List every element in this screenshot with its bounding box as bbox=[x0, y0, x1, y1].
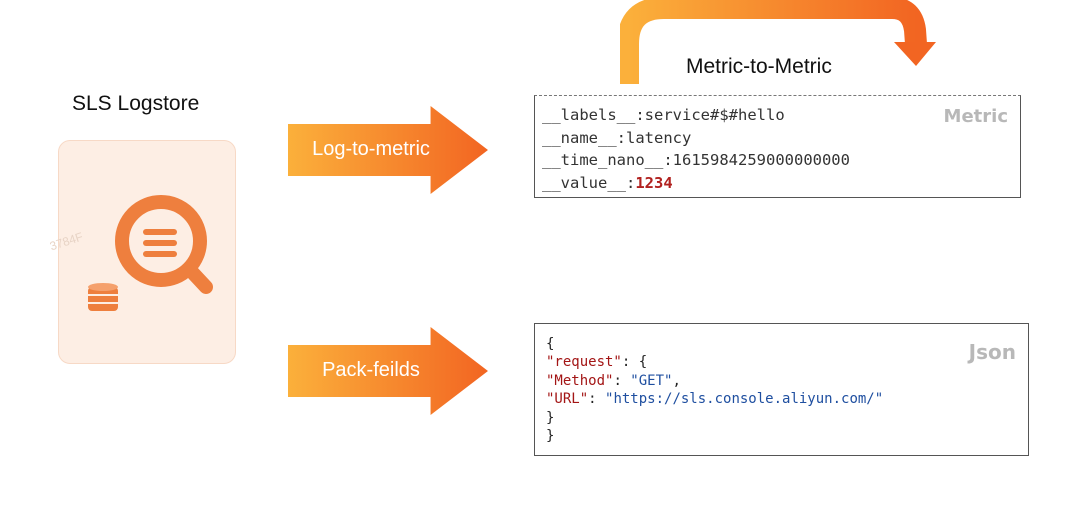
metric-value: 1234 bbox=[635, 173, 673, 192]
logstore-title: SLS Logstore bbox=[72, 92, 200, 115]
json-lines: { "request": {"Method": "GET", "URL": "htt… bbox=[546, 335, 883, 445]
pack-fields-label: Pack-feilds bbox=[322, 359, 420, 381]
metric-line: __value__:1234 bbox=[542, 173, 673, 192]
metric-tag: Metric bbox=[943, 106, 1008, 127]
json-line: } bbox=[546, 409, 555, 426]
metric-lines: __labels__:service#$#hello __name__:laten… bbox=[542, 104, 850, 194]
json-tag: Json bbox=[968, 340, 1016, 364]
logstore-card bbox=[58, 140, 236, 364]
json-line: } bbox=[546, 428, 555, 445]
metric-to-metric-label: Metric-to-Metric bbox=[686, 55, 832, 78]
json-code-box: { "request": {"Method": "GET", "URL": "htt… bbox=[534, 323, 1029, 456]
search-log-icon bbox=[115, 195, 213, 294]
json-line: "URL": "https://sls.console.aliyun.com/" bbox=[546, 391, 884, 408]
json-line: "request": { bbox=[546, 354, 648, 371]
log-to-metric-arrow: Log-to-metric bbox=[288, 106, 488, 194]
pack-fields-arrow: Pack-feilds bbox=[288, 327, 488, 415]
log-to-metric-label: Log-to-metric bbox=[312, 138, 430, 160]
metric-to-metric-arrow bbox=[620, 0, 936, 84]
json-line: "Method": "GET", bbox=[546, 372, 681, 389]
json-line: { bbox=[546, 336, 555, 352]
metric-line: __name__:latency bbox=[542, 128, 692, 147]
metric-line: __labels__:service#$#hello bbox=[542, 106, 785, 124]
database-icon bbox=[88, 283, 118, 311]
metric-line: __time_nano__:1615984259000000000 bbox=[542, 151, 850, 169]
metric-code-box: __labels__:service#$#hello __name__:laten… bbox=[534, 95, 1021, 198]
